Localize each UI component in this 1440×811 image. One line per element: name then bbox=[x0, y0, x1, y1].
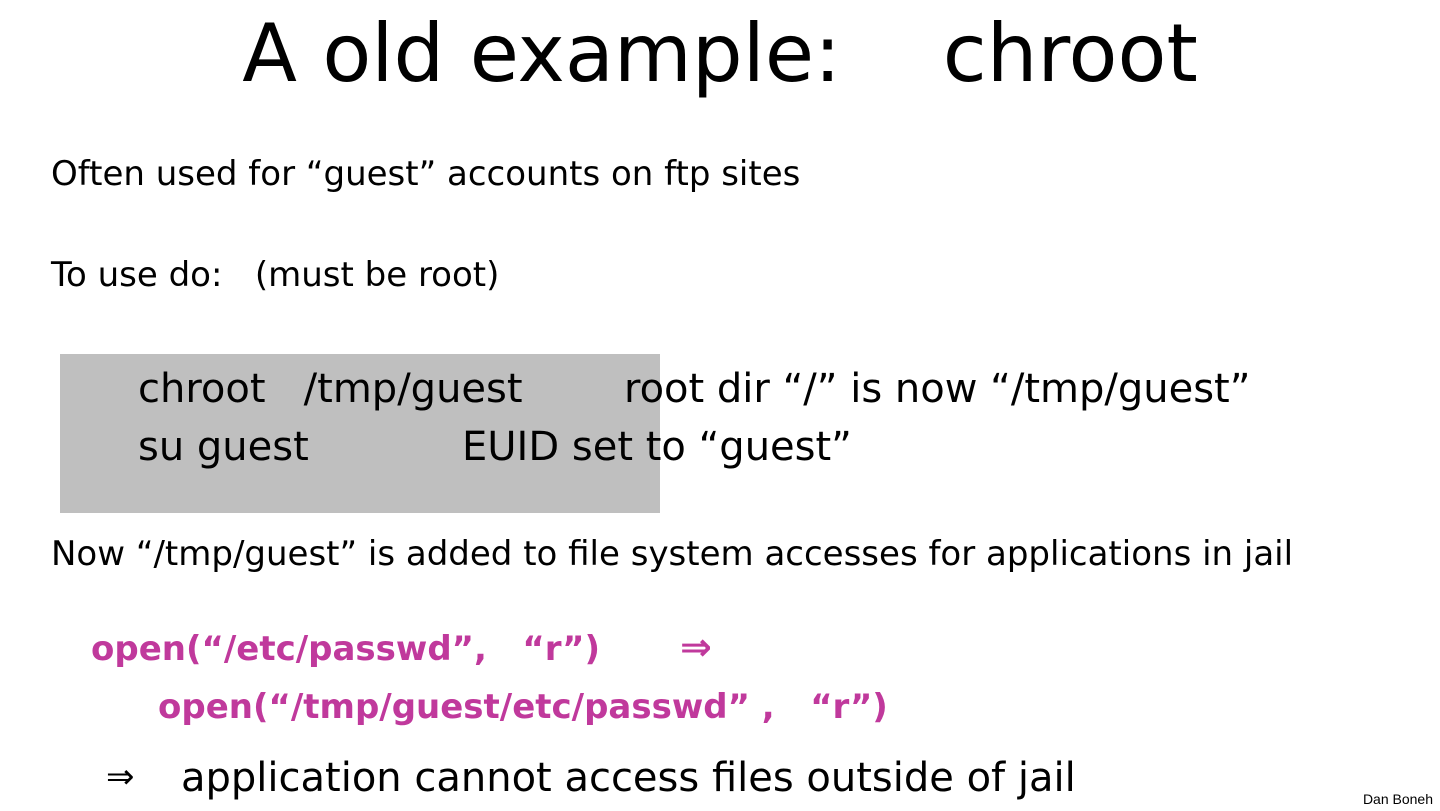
chroot-command-note: root dir “/” is now “/tmp/guest” bbox=[624, 366, 1251, 412]
implies-arrow-icon: ⇒ bbox=[680, 625, 712, 669]
guest-accounts-text: Often used for “guest” accounts on ftp s… bbox=[51, 154, 801, 194]
open-call-original: open(“/etc/passwd”, “r”) bbox=[91, 629, 601, 669]
author-credit: Dan Boneh bbox=[1362, 791, 1433, 807]
su-command-note: EUID set to “guest” bbox=[462, 424, 852, 470]
conclusion-text: application cannot access files outside … bbox=[181, 755, 1076, 801]
slide-title: A old example: chroot bbox=[242, 7, 1198, 100]
chroot-command: chroot /tmp/guest bbox=[138, 366, 523, 412]
conclusion-arrow-icon: ⇒ bbox=[106, 757, 135, 797]
usage-text: To use do: (must be root) bbox=[51, 255, 500, 295]
command-box bbox=[60, 354, 660, 513]
open-call-rewritten: open(“/tmp/guest/etc/passwd” , “r”) bbox=[158, 687, 888, 727]
su-command: su guest bbox=[138, 424, 309, 470]
jail-path-explanation: Now “/tmp/guest” is added to file system… bbox=[51, 534, 1294, 574]
